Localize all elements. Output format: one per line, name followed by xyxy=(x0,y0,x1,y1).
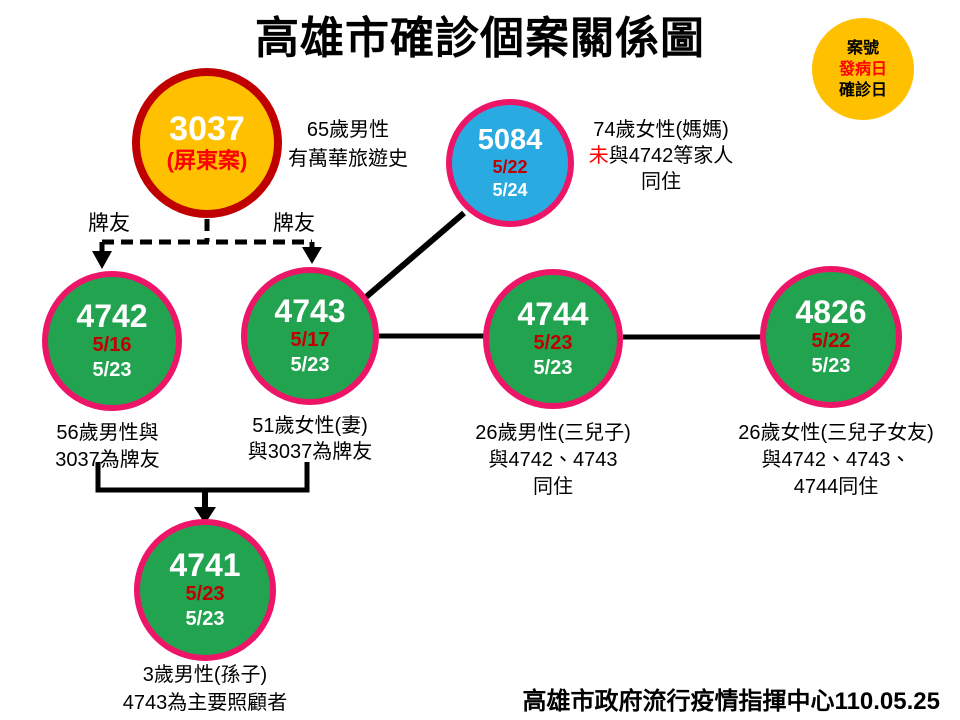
description-line: 未與4742等家人 xyxy=(572,143,750,169)
case-id: 4741 xyxy=(169,546,241,583)
arrowhead-to-4742 xyxy=(92,251,112,269)
case-id: 4826 xyxy=(795,293,867,330)
confirmed-date: 5/23 xyxy=(533,357,573,380)
description-line: 26歲女性(三兒子女友) xyxy=(738,422,934,444)
case-node-4743: 4743 5/17 5/23 xyxy=(241,267,379,405)
legend-confirmed-date-label: 確診日 xyxy=(838,81,887,99)
onset-date: 5/22 xyxy=(492,157,528,178)
case-node-3037: 3037 (屏東案) xyxy=(132,68,282,218)
case-description-5084: 74歲女性(媽媽) 未與4742等家人 同住 xyxy=(572,117,750,195)
description-line: 同住 xyxy=(641,171,681,193)
case-node-4741: 4741 5/23 5/23 xyxy=(134,519,276,661)
case-description-4742: 56歲男性與 3037為牌友 xyxy=(15,420,200,474)
edge-label-mahjong-left: 牌友 xyxy=(88,212,130,235)
description-red-text: 未 xyxy=(588,145,609,167)
case-node-5084: 5084 5/22 5/24 xyxy=(446,99,574,227)
case-node-4744: 4744 5/23 5/23 xyxy=(483,269,623,409)
case-subtitle: (屏東案) xyxy=(166,148,248,174)
description-line: 有萬華旅遊史 xyxy=(288,148,408,170)
description-line: 74歲女性(媽媽) xyxy=(593,119,729,141)
case-id: 3037 xyxy=(169,110,245,149)
legend-circle: 案號 發病日 確診日 xyxy=(812,18,914,120)
case-description-4744: 26歲男性(三兒子) 與4742、4743 同住 xyxy=(458,420,648,501)
case-id: 5084 xyxy=(477,123,543,156)
case-description-4826: 26歲女性(三兒子女友) 與4742、4743、 4744同住 xyxy=(712,420,960,501)
legend-onset-date-label: 發病日 xyxy=(838,60,887,78)
description-line: 56歲男性與 xyxy=(56,422,159,444)
description-line: 同住 xyxy=(533,476,573,498)
onset-date: 5/17 xyxy=(290,329,330,352)
edge-5084-4743 xyxy=(364,210,466,300)
description-text: 與4742等家人 xyxy=(608,145,734,167)
case-id: 4742 xyxy=(76,297,148,334)
case-id: 4743 xyxy=(274,292,346,329)
case-description-4743: 51歲女性(妻) 與3037為牌友 xyxy=(218,413,402,465)
footer-source-text: 高雄市政府流行疫情指揮中心110.05.25 xyxy=(522,688,940,715)
description-line: 65歲男性 xyxy=(306,119,390,141)
onset-date: 5/23 xyxy=(533,332,573,355)
confirmed-date: 5/23 xyxy=(811,355,851,378)
confirmed-date: 5/23 xyxy=(185,608,225,631)
onset-date: 5/23 xyxy=(185,583,225,606)
confirmed-date: 5/23 xyxy=(92,359,132,382)
case-id: 4744 xyxy=(517,295,589,332)
case-description-3037: 65歲男性 有萬華旅遊史 xyxy=(278,116,418,174)
description-line: 4743為主要照顧者 xyxy=(122,692,288,714)
description-line: 26歲男性(三兒子) xyxy=(475,422,631,444)
description-line: 51歲女性(妻) xyxy=(252,415,368,437)
description-line: 與4742、4743、 xyxy=(761,449,911,471)
legend-case-number-label: 案號 xyxy=(846,39,879,57)
edge-label-mahjong-right: 牌友 xyxy=(273,212,315,235)
onset-date: 5/22 xyxy=(811,330,851,353)
onset-date: 5/16 xyxy=(92,334,132,357)
description-line: 與4742、4743 xyxy=(488,449,618,471)
confirmed-date: 5/24 xyxy=(492,179,528,200)
arrowhead-to-4743 xyxy=(302,247,322,264)
description-line: 3歲男性(孫子) xyxy=(142,664,268,686)
description-line: 4744同住 xyxy=(793,476,879,498)
confirmed-date: 5/23 xyxy=(290,354,330,377)
description-line: 3037為牌友 xyxy=(55,449,160,471)
case-node-4826: 4826 5/22 5/23 xyxy=(760,266,902,408)
arrowhead-to-4741 xyxy=(194,507,216,524)
case-node-4742: 4742 5/16 5/23 xyxy=(42,271,182,411)
description-line: 與3037為牌友 xyxy=(247,441,373,463)
page-title: 高雄市確診個案關係圖 xyxy=(255,14,705,63)
case-description-4741: 3歲男性(孫子) 4743為主要照顧者 xyxy=(88,661,322,717)
